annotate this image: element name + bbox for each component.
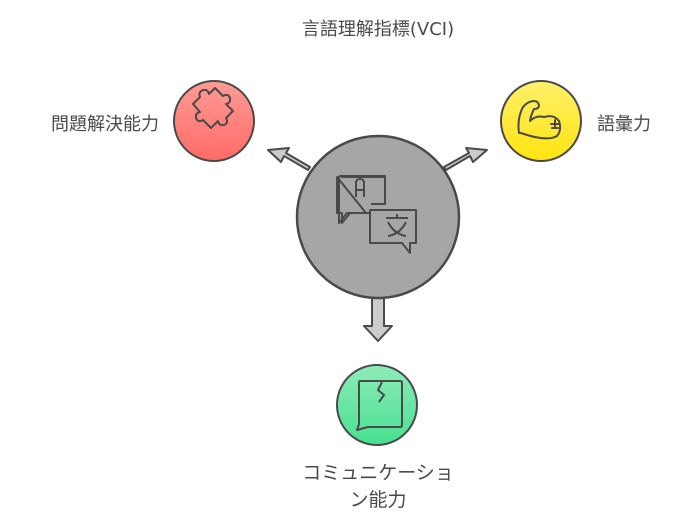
chat-bubble-icon xyxy=(356,380,403,431)
center-node xyxy=(295,134,461,300)
vocabulary-node xyxy=(500,80,582,162)
puzzle-icon xyxy=(192,87,234,129)
diagram-title: 言語理解指標(VCI) xyxy=(301,19,455,40)
communication-label-line2: ン能力 xyxy=(349,489,407,511)
vocabulary-label: 語彙力 xyxy=(597,114,651,135)
arrow-to-vocabulary xyxy=(443,147,488,171)
problem-solving-label: 問題解決能力 xyxy=(51,114,159,135)
problem-solving-node xyxy=(173,80,255,162)
communication-node xyxy=(336,364,418,446)
arrow-to-communication xyxy=(363,295,393,342)
arrow-to-problem-solving xyxy=(267,147,311,171)
translate-icon xyxy=(336,175,417,254)
communication-label-line1: コミュニケーショ xyxy=(302,462,454,484)
flexed-arm-icon xyxy=(517,100,562,140)
